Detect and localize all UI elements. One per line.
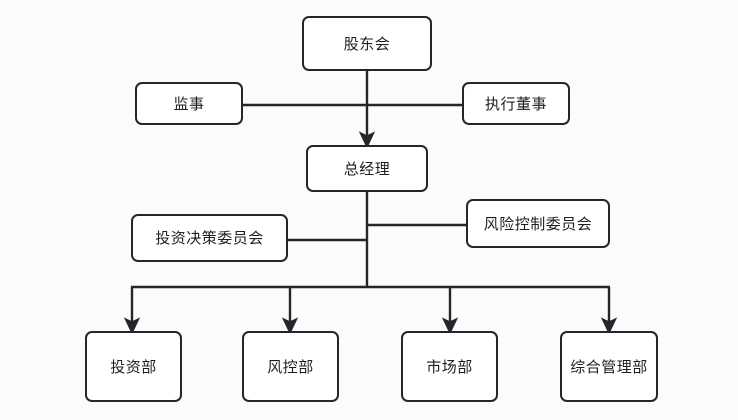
node-risk-control-committee[interactable]: 风险控制委员会	[466, 199, 610, 248]
node-supervisor[interactable]: 监事	[135, 82, 243, 125]
node-general-manager[interactable]: 总经理	[306, 145, 428, 192]
node-investment-department[interactable]: 投资部	[85, 331, 182, 402]
node-investment-decision-committee[interactable]: 投资决策委员会	[131, 214, 288, 262]
node-label-investment-department: 投资部	[110, 357, 157, 376]
node-shareholders[interactable]: 股东会	[302, 16, 432, 71]
node-label-risk-control-committee: 风险控制委员会	[483, 214, 593, 233]
node-risk-department[interactable]: 风控部	[242, 331, 339, 402]
node-label-investment-decision-committee: 投资决策委员会	[155, 229, 264, 247]
node-label-general-manager: 总经理	[343, 159, 391, 178]
node-general-management-department[interactable]: 综合管理部	[560, 331, 658, 402]
node-label-general-management-department: 综合管理部	[570, 357, 648, 376]
node-label-marketing-department: 市场部	[426, 357, 473, 376]
node-label-risk-department: 风控部	[267, 357, 314, 376]
node-label-executive-director: 执行董事	[484, 94, 547, 113]
node-label-supervisor: 监事	[173, 94, 205, 113]
node-marketing-department[interactable]: 市场部	[401, 331, 498, 402]
node-executive-director[interactable]: 执行董事	[462, 82, 570, 125]
node-label-shareholders: 股东会	[343, 34, 391, 53]
